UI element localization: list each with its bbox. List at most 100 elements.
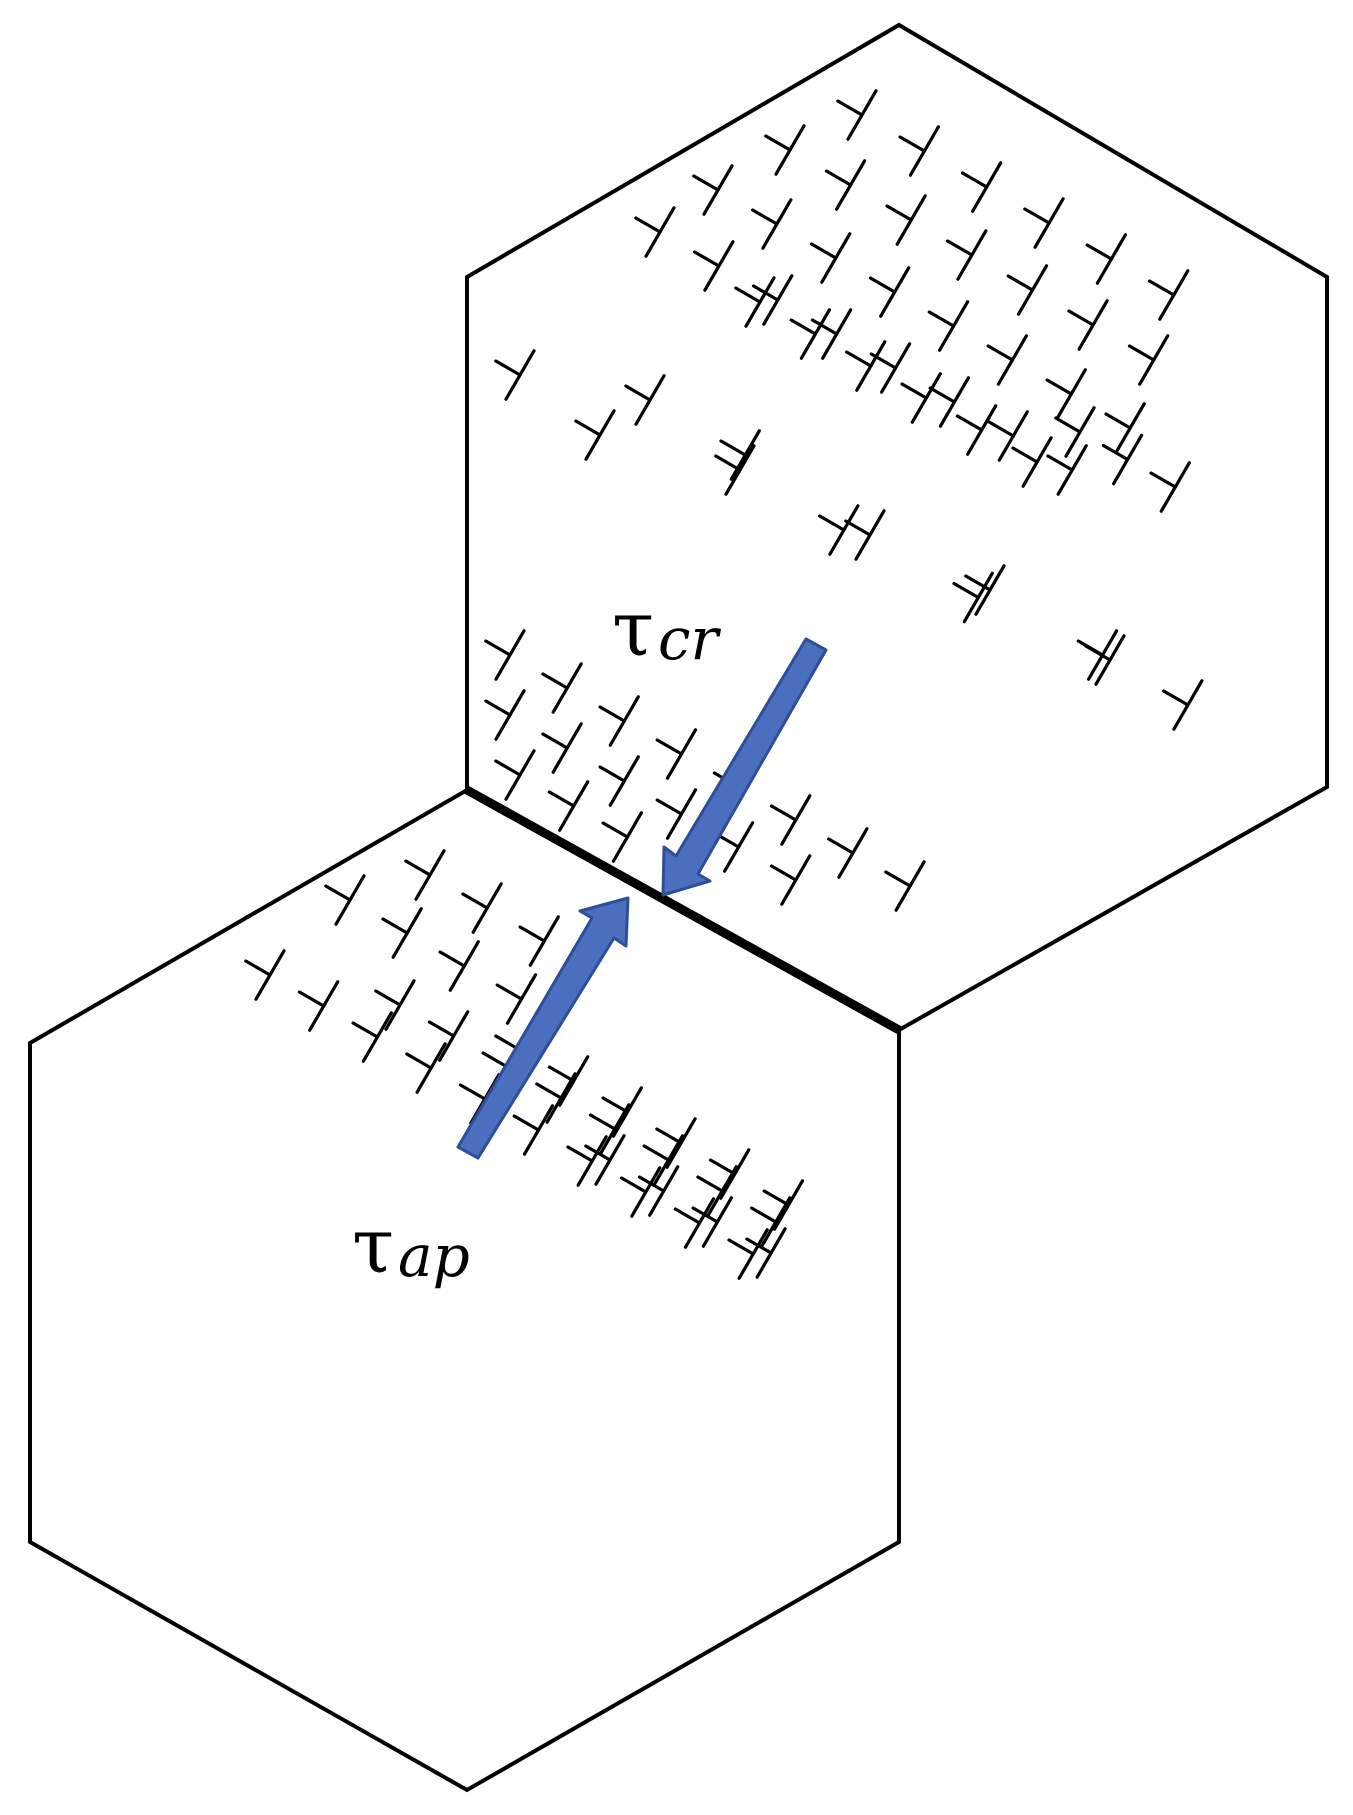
applied-stress-subscript: ap (398, 1222, 470, 1290)
dislocation-symbol (1149, 461, 1191, 513)
applied-stress-arrow (456, 896, 630, 1160)
dislocation-symbol (762, 1179, 805, 1231)
dislocation-symbol (764, 124, 806, 176)
critical-stress-label: τcr (612, 584, 722, 673)
dislocation-symbol (900, 372, 942, 424)
dislocation-symbol (547, 780, 590, 832)
dislocation-symbol (884, 860, 926, 912)
dislocation-symbol (461, 882, 503, 934)
dislocation-symbol (868, 266, 911, 318)
dislocation-symbol (714, 444, 756, 496)
dislocation-symbol (244, 949, 286, 1001)
dislocation-symbol (1084, 634, 1126, 686)
dislocation-symbol (955, 404, 998, 456)
dislocation-symbol (351, 1011, 393, 1063)
dislocation-symbol (634, 206, 676, 258)
dislocation-symbol (960, 161, 1003, 213)
dislocation-symbol (541, 722, 583, 774)
dislocation-symbol (750, 198, 793, 250)
dislocation-symbol (1162, 679, 1204, 731)
dislocation-symbol (547, 1055, 590, 1107)
dislocation-symbol (818, 504, 860, 556)
dislocation-symbol (494, 749, 536, 801)
dislocation-symbol (927, 300, 970, 352)
dislocation-symbol (691, 1196, 734, 1248)
dislocation-symbol (885, 194, 927, 246)
dislocation-symbol (769, 794, 812, 846)
dislocation-symbol (749, 1196, 792, 1248)
dislocation-symbol (1127, 334, 1170, 386)
dislocation-symbol (810, 308, 853, 360)
critical-stress-symbol: τ (612, 584, 654, 673)
dislocation-symbol (637, 1165, 680, 1217)
dislocation-symbol (928, 376, 971, 428)
dislocation-symbol (789, 308, 832, 360)
dislocation-pileups (244, 89, 1204, 1280)
dislocation-symbol (598, 695, 640, 747)
dislocation-symbol (824, 159, 867, 211)
dislocation-symbol (619, 1166, 662, 1218)
dislocation-symbol (297, 980, 340, 1032)
dislocation-symbol (404, 849, 446, 901)
dislocation-symbol (692, 240, 735, 292)
dislocation-symbol (696, 1165, 738, 1217)
critical-stress-arrow (661, 637, 828, 897)
dislocation-symbol (844, 340, 887, 392)
dislocation-symbol (381, 907, 423, 959)
dislocation-symbol (692, 164, 734, 216)
dislocation-symbol (598, 755, 640, 807)
dislocation-symbol (427, 1010, 470, 1062)
dislocation-symbol (494, 349, 536, 401)
dislocation-symbol (964, 564, 1006, 616)
dislocation-symbol (566, 1135, 608, 1187)
dislocation-symbol (898, 125, 941, 177)
dislocation-symbol (495, 973, 538, 1025)
dislocation-symbol (1085, 233, 1128, 285)
dislocation-symbol (734, 276, 776, 328)
dislocation-symbol (708, 1148, 751, 1200)
dislocation-symbol (584, 1134, 626, 1186)
dislocation-symbol (374, 979, 416, 1031)
dislocation-symbol (987, 410, 1029, 462)
applied-stress-symbol: τ (352, 1201, 394, 1290)
dislocation-symbol (324, 874, 366, 926)
dislocation-symbol (438, 940, 480, 992)
dislocation-symbol (512, 1104, 555, 1156)
dislocation-symbol (745, 1227, 787, 1279)
dislocation-symbol (1006, 264, 1049, 316)
dislocation-symbol (1147, 269, 1190, 321)
dislocation-symbol (1101, 433, 1144, 486)
dislocation-symbol (655, 728, 698, 780)
dislocation-symbol (769, 854, 812, 906)
dislocation-symbol (952, 571, 994, 624)
dislocation-symbol (518, 915, 560, 967)
dislocation-symbol (1045, 368, 1087, 420)
dislocation-symbol (655, 1117, 697, 1169)
dislocation-symbol (535, 1072, 577, 1124)
dislocation-symbol (655, 788, 698, 840)
dislocation-symbol (1067, 299, 1109, 351)
dislocation-symbol (945, 229, 988, 281)
dislocation-symbol (601, 1086, 644, 1138)
grain-boundary (464, 786, 902, 1034)
dislocation-symbol (484, 689, 526, 741)
dislocation-symbol (719, 429, 761, 481)
dislocation-symbol (1054, 406, 1096, 458)
dislocation-symbol (588, 1103, 631, 1155)
dislocation-symbol (836, 89, 878, 141)
dislocation-symbol (1023, 197, 1065, 249)
dislocation-symbol (727, 1228, 769, 1280)
critical-stress-subscript: cr (658, 605, 721, 673)
dislocation-symbol (405, 1042, 447, 1094)
dislocation-symbol (642, 1134, 685, 1186)
dislocation-symbol (574, 409, 616, 461)
dislocation-symbol (986, 334, 1029, 386)
dislocation-symbol (484, 629, 526, 681)
dislocation-symbol (1104, 402, 1146, 454)
dislocation-symbol (624, 374, 666, 426)
applied-stress-label: τap (352, 1201, 470, 1290)
dislocation-symbol (601, 811, 644, 863)
dislocation-symbol (673, 1197, 716, 1249)
dislocation-symbol (827, 827, 869, 879)
